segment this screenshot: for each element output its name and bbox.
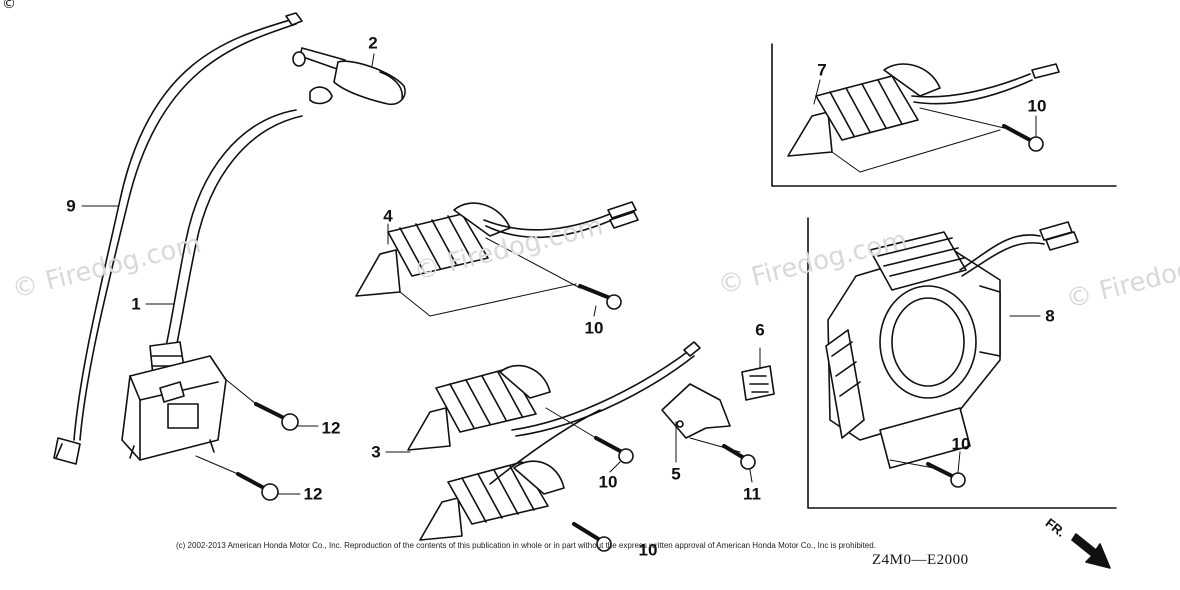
- bolt-12-upper: [223, 377, 319, 431]
- copyright-notice: (c) 2002-2013 American Honda Motor Co., …: [176, 541, 876, 550]
- callout-10-a: 10: [584, 318, 604, 338]
- callout-2: 2: [368, 33, 378, 53]
- diagram-code: Z4M0—E2000: [872, 552, 969, 568]
- leader-lines: [81, 53, 1041, 483]
- callout-10-d: 10: [1027, 96, 1047, 116]
- bracket-5: [661, 383, 756, 470]
- charge-coil-4: [355, 201, 639, 317]
- callout-4: 4: [383, 206, 393, 226]
- spark-plug-cap: [292, 47, 406, 106]
- charge-coil-3: [407, 341, 701, 464]
- callout-1: 1: [131, 294, 141, 314]
- callout-6: 6: [755, 320, 765, 340]
- callout-10-e: 10: [951, 434, 971, 454]
- inset-frame-top: [771, 43, 1117, 187]
- callout-11: 11: [743, 484, 761, 504]
- corner-copyright-mark: ©: [2, 0, 16, 12]
- callout-12-b: 12: [303, 484, 323, 504]
- callout-3: 3: [371, 442, 381, 462]
- callout-9: 9: [66, 196, 76, 216]
- callout-10-b: 10: [598, 472, 618, 492]
- stator-8: [825, 221, 1079, 488]
- connector-6: [741, 365, 775, 401]
- coil-7: [787, 63, 1060, 173]
- callout-7: 7: [817, 60, 827, 80]
- bolt-12-lower: [195, 455, 301, 501]
- callout-5: 5: [671, 464, 681, 484]
- fr-direction-arrow: [1071, 533, 1111, 569]
- ground-cable: [53, 12, 303, 465]
- callout-12-a: 12: [321, 418, 341, 438]
- callout-8: 8: [1045, 306, 1055, 326]
- charge-coil-3b: [419, 409, 612, 552]
- inset-frame-bottom: [807, 217, 1117, 509]
- callout-10-c: 10: [638, 540, 658, 560]
- ignition-coil: [121, 109, 303, 461]
